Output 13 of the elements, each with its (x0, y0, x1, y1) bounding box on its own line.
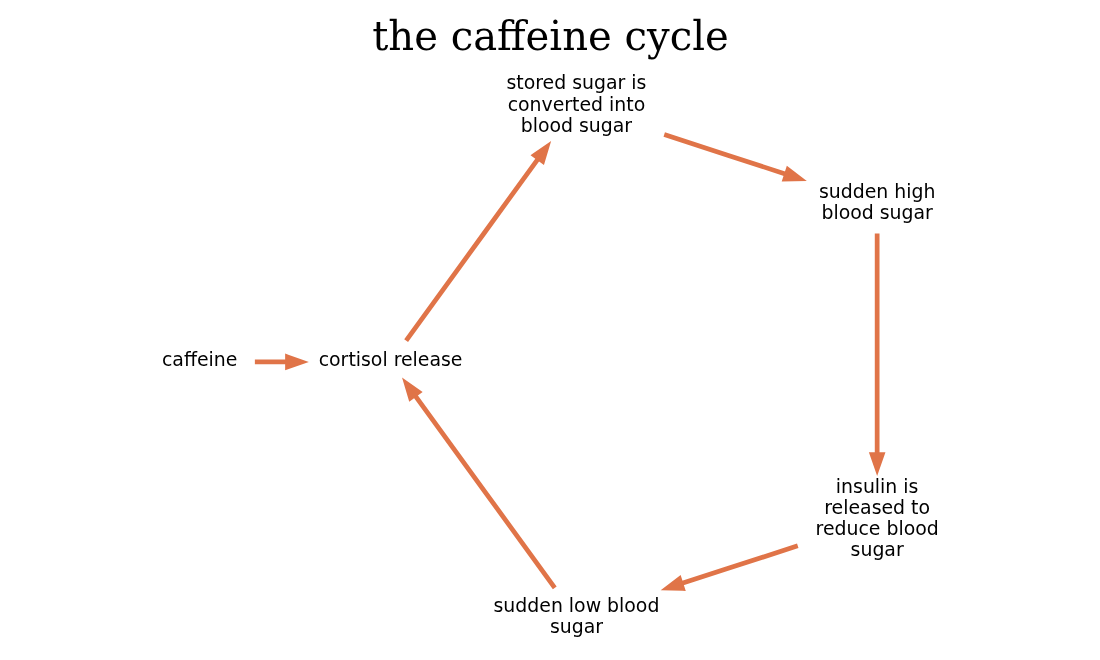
arrow (868, 233, 885, 476)
diagram-title: the caffeine cycle (371, 12, 729, 59)
node-text: cortisol release (318, 348, 462, 371)
node-text: insulin is released to reduce blood sugar (815, 474, 939, 561)
arrow (401, 377, 557, 590)
arrow (254, 353, 309, 371)
node-text: sudden high blood sugar (818, 179, 935, 223)
arrow (663, 132, 807, 182)
arrow (403, 140, 551, 342)
arrow (660, 543, 798, 591)
node-text: stored sugar is converted into blood sugar (505, 71, 646, 136)
node-text: caffeine (161, 348, 237, 371)
node-text: sudden low blood sugar (493, 593, 659, 637)
